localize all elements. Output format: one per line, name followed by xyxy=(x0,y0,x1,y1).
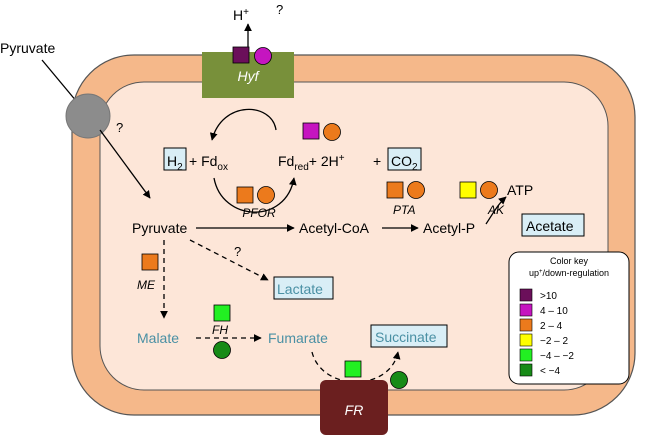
color-key-title: Color key xyxy=(550,256,589,266)
ak-label: AK xyxy=(487,203,505,217)
acetate-label: Acetate xyxy=(526,218,574,234)
lactate-question-mark: ? xyxy=(234,244,241,259)
hyf-subunit-circle xyxy=(254,47,272,65)
malate-label: Malate xyxy=(137,330,179,346)
color-key-swatch xyxy=(519,348,533,362)
color-key-swatch xyxy=(519,333,533,347)
color-key-label: −4 – −2 xyxy=(540,351,574,362)
succinate-box xyxy=(370,324,448,348)
fh-circle xyxy=(213,341,231,359)
fd-red-label: Fdred+ 2H+ xyxy=(278,153,345,173)
pfor-circle xyxy=(257,186,275,204)
atp-label: ATP xyxy=(507,182,533,198)
h2-box xyxy=(163,147,187,171)
pyruvate-to-lactate-arrow xyxy=(189,239,269,281)
fr-label: FR xyxy=(345,402,364,418)
plus-sign: + xyxy=(373,153,381,169)
fr-square xyxy=(344,360,362,378)
ak-atp-arrow xyxy=(485,196,507,225)
co2-label: CO2 xyxy=(391,153,418,173)
lactate-label: Lactate xyxy=(277,281,323,297)
fd-oxidation-cycle-arrow xyxy=(209,108,277,141)
hyf-subunit-square xyxy=(232,46,250,64)
color-key-label: −2 – 2 xyxy=(540,336,569,347)
color-key-swatch xyxy=(519,318,533,332)
color-key-label: 4 – 10 xyxy=(540,306,568,317)
me-label: ME xyxy=(137,278,156,292)
color-key-label: 2 – 4 xyxy=(540,321,563,332)
fh-square xyxy=(213,304,231,322)
fr-complex xyxy=(320,380,388,435)
pta-circle xyxy=(407,181,425,199)
external-pyruvate-label: Pyruvate xyxy=(0,40,55,56)
co2-box xyxy=(387,147,422,171)
pyruvate-transporter xyxy=(65,93,111,139)
lactate-box xyxy=(273,276,334,300)
fd-ox-label: + Fdox xyxy=(189,153,228,173)
proton-question-mark: ? xyxy=(276,2,283,17)
h2-label: H2 xyxy=(167,153,183,173)
color-key-swatch xyxy=(519,288,533,302)
hyf-input-square xyxy=(302,122,320,140)
hyf-label: Hyf xyxy=(238,68,261,84)
transporter-question-mark: ? xyxy=(116,120,123,135)
ak-square xyxy=(459,181,477,199)
me-square xyxy=(141,253,159,271)
color-key-swatch xyxy=(519,363,533,377)
pfor-cofactor-arrow xyxy=(213,177,297,213)
acetate-box xyxy=(521,213,585,237)
color-key-box xyxy=(508,251,630,385)
fh-label: FH xyxy=(212,323,228,337)
fr-circle xyxy=(390,371,408,389)
pfor-label: PFOR xyxy=(242,206,276,220)
pta-square xyxy=(386,181,404,199)
fumarate-label: Fumarate xyxy=(268,330,328,346)
hyf-input-circle xyxy=(323,123,341,141)
pyruvate-uptake-arrow-cytoplasm xyxy=(99,129,151,199)
ak-circle xyxy=(480,181,498,199)
pfor-square xyxy=(236,186,254,204)
pta-label: PTA xyxy=(393,203,415,217)
color-key-subtitle: up+/down-regulation xyxy=(529,268,609,278)
acetyl-p-label: Acetyl-P xyxy=(423,220,475,236)
succinate-label: Succinate xyxy=(375,329,437,345)
color-key-label: < −4 xyxy=(540,366,560,377)
pyruvate-label: Pyruvate xyxy=(132,220,187,236)
color-key-swatch xyxy=(519,303,533,317)
color-key-label: >10 xyxy=(540,291,557,302)
proton-label: H+ xyxy=(233,7,249,23)
acetyl-coa-label: Acetyl-CoA xyxy=(299,220,370,236)
color-key-legend: Color key up+/down-regulation >10 4 – 10 2… xyxy=(508,251,630,385)
